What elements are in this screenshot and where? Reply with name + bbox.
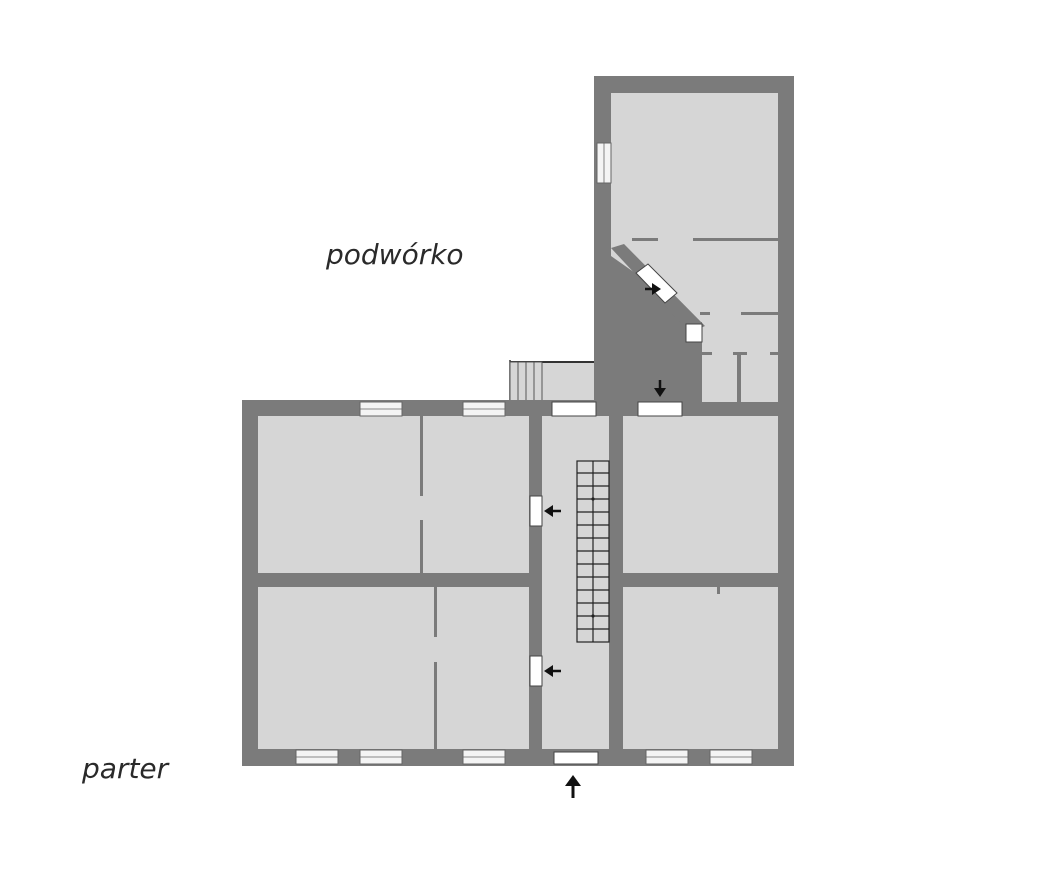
room-top-left — [258, 416, 529, 573]
door-icon — [529, 495, 543, 527]
floor-level-label: parter — [82, 752, 169, 785]
room-bottom-right — [623, 587, 778, 749]
doors — [529, 323, 703, 765]
courtyard-label: podwórko — [326, 238, 464, 271]
rooms — [258, 93, 778, 749]
door-icon — [685, 323, 703, 343]
door-icon — [529, 655, 543, 687]
staircase-hall — [542, 416, 609, 749]
room-top-right — [623, 416, 778, 573]
room-partitions — [242, 416, 778, 749]
arrow-icons — [544, 283, 666, 798]
arrow-right-icon — [645, 283, 661, 295]
arrow-left-icon — [544, 665, 561, 677]
door-icon — [637, 401, 683, 417]
door-icon — [635, 263, 678, 304]
annex-corridor — [611, 239, 700, 402]
room-bottom-left — [258, 587, 529, 749]
arrow-down-icon — [654, 380, 666, 397]
staircase — [576, 460, 610, 643]
arrow-up-icon — [565, 775, 581, 798]
outdoor-steps — [509, 361, 543, 403]
arrow-left-icon — [544, 505, 561, 517]
annex-partitions — [632, 238, 778, 402]
door-icon — [551, 401, 597, 417]
door-icon — [553, 751, 599, 765]
annex-room — [611, 93, 778, 239]
